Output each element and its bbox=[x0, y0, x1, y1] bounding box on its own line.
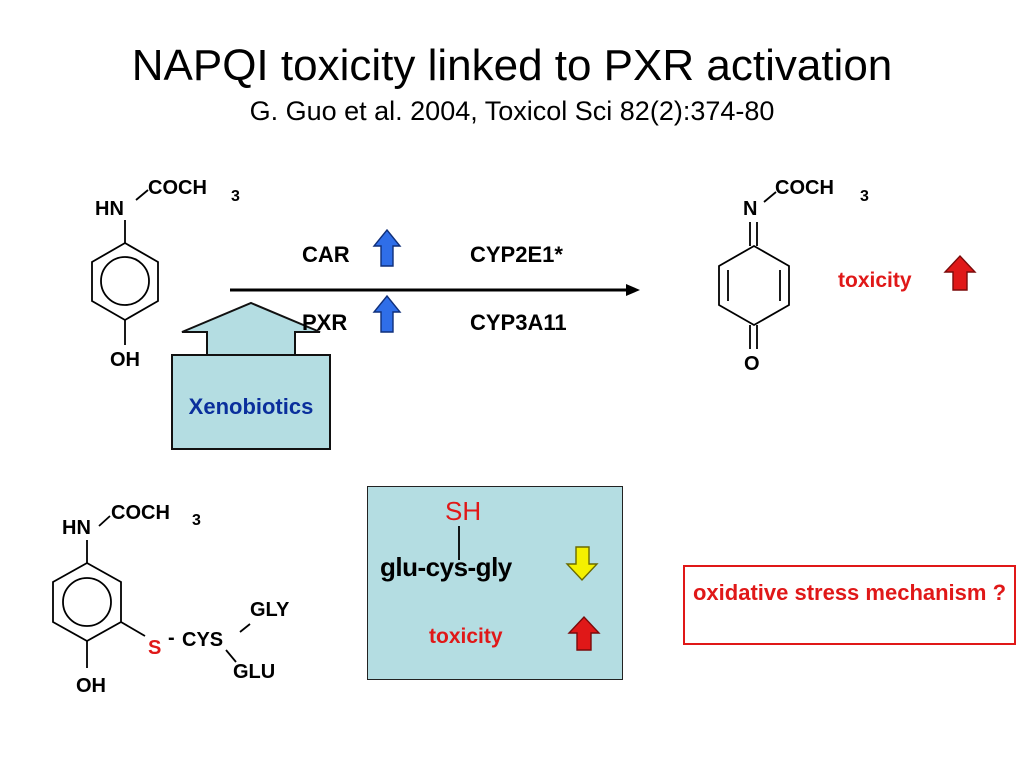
conjugate-hn: HN bbox=[62, 517, 91, 539]
enzyme-cyp2e1: CYP2E1* bbox=[470, 242, 563, 267]
napqi-o: O bbox=[744, 353, 760, 375]
acetaminophen-hn: HN bbox=[95, 198, 124, 220]
conjugate-acyl: COCH bbox=[111, 502, 170, 524]
conjugate-dash: - bbox=[168, 627, 175, 649]
oxidative-stress-text: oxidative stress mechanism ? bbox=[692, 580, 1007, 605]
conjugate-subscript: 3 bbox=[192, 512, 201, 529]
oxidative-stress-box: oxidative stress mechanism ? bbox=[683, 565, 1016, 645]
glutathione-toxicity-label: toxicity bbox=[429, 625, 503, 648]
napqi-subscript: 3 bbox=[860, 188, 869, 205]
receptor-car: CAR bbox=[302, 242, 350, 267]
napqi-toxicity-label: toxicity bbox=[838, 269, 912, 292]
acyl-bond bbox=[135, 189, 149, 201]
acetaminophen-acyl: COCH bbox=[148, 177, 207, 199]
slide-title: NAPQI toxicity linked to PXR activation bbox=[131, 41, 893, 90]
conjugate-cys: CYS bbox=[182, 629, 224, 651]
napqi-n: N bbox=[743, 198, 758, 220]
reaction-arrow-icon bbox=[230, 284, 640, 296]
acetaminophen-oh: OH bbox=[110, 349, 140, 371]
slide-subtitle: G. Guo et al. 2004, Toxicol Sci 82(2):37… bbox=[249, 96, 775, 126]
conjugate-gly: GLY bbox=[250, 599, 290, 621]
xenobiotics-up-arrow-icon bbox=[181, 301, 321, 356]
quinone-ring-icon bbox=[718, 244, 790, 327]
conjugate-ring-icon bbox=[52, 561, 122, 643]
napqi-acyl-bond bbox=[763, 191, 777, 203]
cys-glu-bond bbox=[225, 649, 237, 663]
conjugate-s-bond bbox=[120, 621, 146, 637]
napqi-acyl: COCH bbox=[775, 177, 834, 199]
conjugate-glu: GLU bbox=[233, 661, 276, 683]
xenobiotics-box bbox=[171, 354, 331, 450]
enzyme-cyp3a11: CYP3A11 bbox=[470, 310, 567, 335]
toxicity-up-arrow-icon bbox=[943, 254, 977, 291]
glutathione-peptide: glu-cys-gly bbox=[380, 552, 512, 582]
pxr-up-arrow-icon bbox=[372, 294, 402, 333]
glutathione-down-arrow-icon bbox=[565, 546, 599, 582]
cys-gly-bond bbox=[239, 623, 251, 633]
benzene-ring-icon bbox=[91, 241, 159, 322]
conjugate-acyl-bond bbox=[98, 515, 111, 527]
conjugate-oh: OH bbox=[76, 675, 106, 697]
glutathione-toxicity-up-arrow-icon bbox=[567, 615, 601, 651]
receptor-pxr: PXR bbox=[302, 310, 348, 335]
conjugate-s: S bbox=[148, 637, 162, 659]
xenobiotics-label: Xenobiotics bbox=[188, 394, 314, 419]
acetaminophen-subscript: 3 bbox=[231, 188, 240, 205]
glutathione-sh: SH bbox=[445, 496, 482, 526]
car-up-arrow-icon bbox=[372, 228, 402, 267]
